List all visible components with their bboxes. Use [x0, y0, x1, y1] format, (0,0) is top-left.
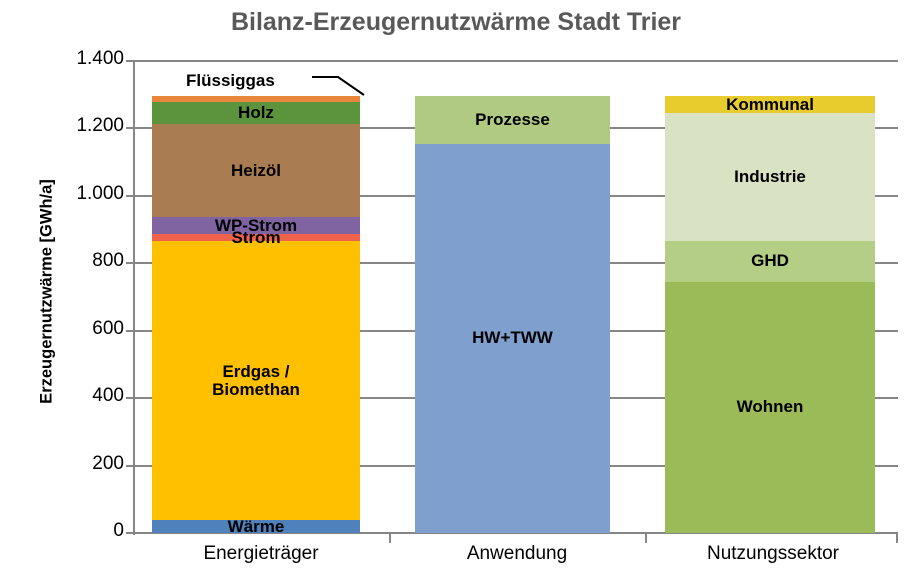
bar-nutzungssektor[interactable]: Wohnen GHD Industrie Kommunal	[665, 61, 875, 533]
y-axis-tick-label: 800	[92, 250, 124, 272]
bar-segment-ghd[interactable]: GHD	[665, 240, 875, 282]
bar-segment-strom[interactable]: Strom	[152, 228, 360, 246]
x-axis-category-separator	[389, 533, 391, 543]
y-axis-tick-label: 1.000	[76, 182, 124, 204]
x-axis-category-label: Energieträger	[203, 543, 319, 564]
x-axis-category-separator	[645, 533, 647, 543]
bar-segment-wohnen[interactable]: Wohnen	[665, 281, 875, 533]
bar-segment-kommunal[interactable]: Kommunal	[665, 94, 875, 114]
gridline	[133, 60, 898, 62]
y-axis-tick	[126, 194, 133, 197]
bar-segment-label: Holz	[238, 103, 274, 123]
y-axis-tick	[126, 262, 133, 265]
bar-segment-label: Wohnen	[736, 397, 804, 417]
bar-segment-hw+tww[interactable]: HW+TWW	[415, 143, 610, 533]
bar-anwendung[interactable]: HW+TWW Prozesse	[415, 61, 610, 533]
bar-segment-industrie[interactable]: Industrie	[665, 112, 875, 241]
y-axis-tick-label: 1.200	[76, 115, 124, 137]
fluessiggas-callout-leader-icon	[312, 76, 365, 96]
bar-segment-holz[interactable]: Holz	[152, 102, 360, 125]
y-axis-line	[133, 61, 135, 535]
x-axis-end-tick	[896, 533, 898, 543]
y-axis-tick	[126, 532, 133, 534]
y-axis-tick-label: 0	[113, 520, 124, 541]
y-axis-tick	[126, 464, 133, 467]
bar-segment-label: Strom	[231, 227, 281, 247]
y-axis-tick-label: 400	[92, 385, 124, 407]
y-axis-tick	[126, 397, 133, 400]
bar-segment-erdgas-biomethan[interactable]: Erdgas / Biomethan	[152, 241, 360, 521]
bar-segment-wp-strom[interactable]: WP-Strom	[152, 217, 360, 234]
bar-segment-heizöl[interactable]: Heizöl	[152, 124, 360, 218]
chart-title: Bilanz-Erzeugernutzwärme Stadt Trier	[230, 8, 682, 36]
bar-segment-label: Industrie	[734, 166, 806, 186]
bar-segment-label: Wärme	[227, 516, 285, 536]
bar-segment-wärme[interactable]: Wärme	[152, 516, 360, 536]
y-axis-tick-label: 200	[92, 452, 124, 474]
y-axis-tick	[126, 127, 133, 130]
bar-segment-flüssiggas[interactable]	[152, 96, 360, 103]
bar-segment-label: HW+TWW	[472, 328, 553, 348]
y-axis-tick-labels: 0 200 400 600 800 1.000 1.200 1.400	[0, 0, 124, 580]
bar-segment-label: Prozesse	[475, 110, 550, 130]
gridline	[133, 532, 898, 534]
bar-segment-label: GHD	[751, 251, 789, 271]
y-axis-tick-label: 600	[92, 317, 124, 339]
y-axis-tick-label: 1.400	[76, 48, 124, 69]
fluessiggas-callout-label: Flüssiggas	[186, 71, 275, 90]
bar-segment-label: Heizöl	[230, 160, 282, 180]
y-axis-tick	[126, 60, 133, 62]
bar-segment-label: Erdgas / Biomethan	[212, 361, 300, 399]
bar-segment-prozesse[interactable]: Prozesse	[415, 96, 610, 144]
x-axis-category-label: Nutzungssektor	[706, 543, 839, 564]
x-axis-category-label: Anwendung	[466, 543, 568, 564]
y-axis-tick	[126, 329, 133, 332]
bar-segment-label: Kommunal	[726, 94, 814, 114]
bar-segment-label: WP-Strom	[214, 215, 298, 235]
